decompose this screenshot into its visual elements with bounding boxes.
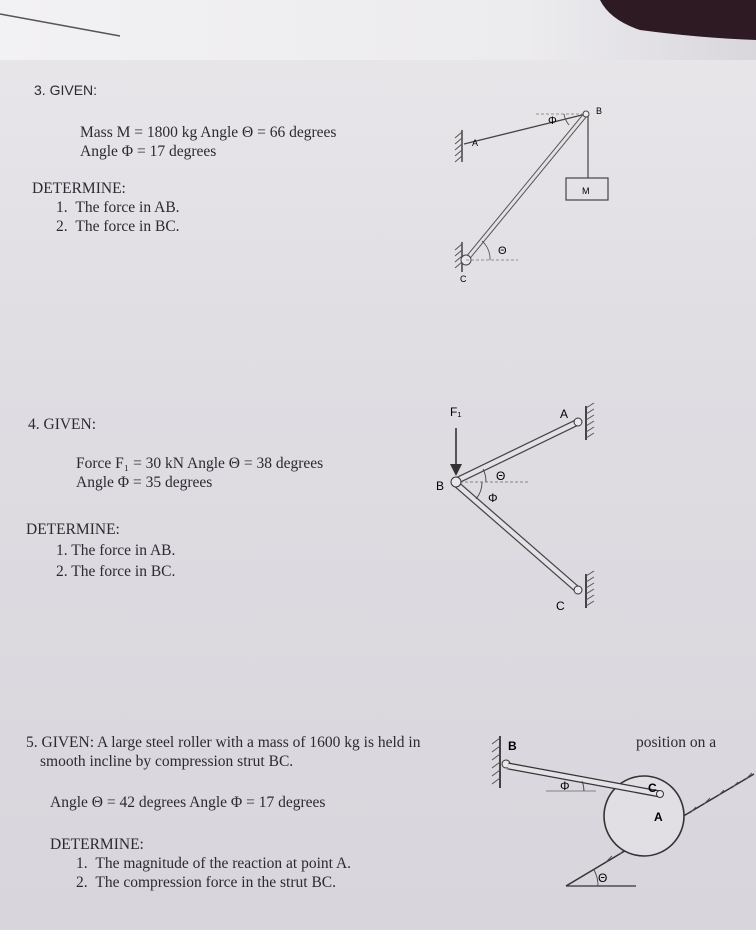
label-phi: Φ (488, 491, 498, 505)
label-b: B (508, 739, 517, 753)
problem-5-diagram: B C A Φ Θ (491, 736, 755, 887)
problem-5-determine-item-2: 2. The compression force in the strut BC… (76, 874, 337, 891)
label-b: B (596, 106, 602, 116)
label-a: A (654, 810, 663, 824)
problem-3-determine-item-1: 1. The force in AB. (56, 199, 180, 216)
label-c: C (460, 274, 467, 284)
label-f1: F₁ (450, 405, 461, 419)
label-theta: Θ (498, 245, 507, 257)
label-a: A (472, 138, 478, 148)
problem-4-given-line-1: Force F₁ = 30 kN Angle Θ = 38 degrees (76, 455, 324, 472)
label-theta: Θ (496, 469, 505, 483)
label-c: C (648, 781, 657, 795)
problem-5-determine-label: DETERMINE: (50, 836, 144, 853)
problem-3-determine-item-2: 2. The force in BC. (56, 218, 180, 235)
problem-4-determine-item-1: 1. The force in AB. (56, 542, 176, 559)
problem-5-given-line-3: Angle Θ = 42 degrees Angle Φ = 17 degree… (50, 794, 326, 811)
problem-4-heading: 4. GIVEN: (28, 416, 97, 433)
problem-3-given-line-2: Angle Φ = 17 degrees (80, 143, 217, 160)
problem-4-determine-label: DETERMINE: (26, 521, 120, 538)
problem-3-given-line-1: Mass M = 1800 kg Angle Θ = 66 degrees (80, 124, 337, 141)
label-phi: Φ (548, 115, 557, 127)
problem-4-given-line-2: Angle Φ = 35 degrees (76, 474, 213, 491)
label-a: A (560, 407, 568, 421)
problem-3-heading: 3. GIVEN: (34, 82, 98, 98)
problem-3-diagram: A B C M Φ Θ (454, 106, 609, 284)
label-m: M (582, 186, 590, 196)
problem-5-given-line-2: smooth incline by compression strut BC. (40, 753, 294, 770)
problem-4-determine-item-2: 2. The force in BC. (56, 563, 176, 580)
label-b: B (436, 479, 444, 493)
label-c: C (556, 599, 565, 613)
problem-5-given-line-1: 5. GIVEN: A large steel roller with a ma… (26, 734, 421, 751)
label-phi: Φ (560, 779, 570, 793)
problem-4-diagram: F₁ A B C Θ Φ (436, 402, 595, 613)
problem-5-determine-item-1: 1. The magnitude of the reaction at poin… (76, 855, 352, 872)
label-theta: Θ (598, 871, 607, 885)
problem-3-determine-label: DETERMINE: (32, 180, 126, 197)
top-sheet-edge (0, 0, 756, 60)
problem-5-given-line-1-tail: position on a (636, 734, 717, 751)
